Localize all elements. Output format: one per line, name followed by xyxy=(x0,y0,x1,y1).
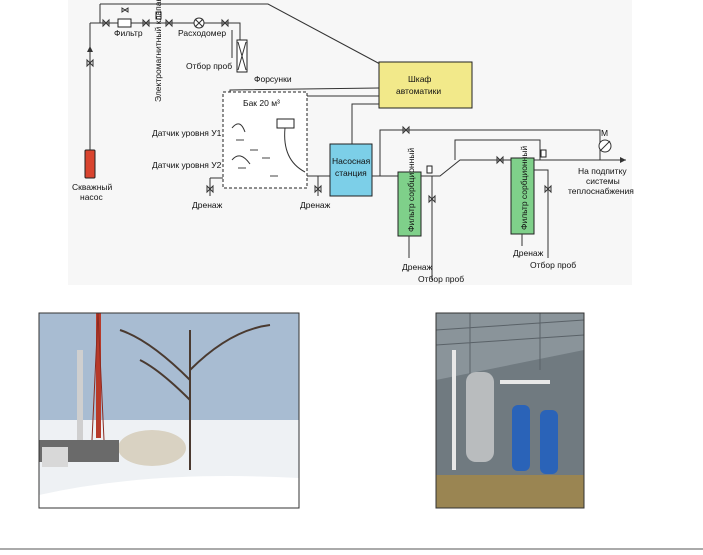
filter-2-sampling-icon xyxy=(540,149,547,158)
tank-label: Бак 20 м³ xyxy=(243,98,280,108)
level-sensor-2-label: Датчик уровня У2 xyxy=(152,160,222,170)
manometer-needle-icon xyxy=(599,140,611,152)
valve-4-icon xyxy=(221,18,229,28)
solenoid-icon xyxy=(155,11,162,20)
well-pump-label-2: насос xyxy=(80,192,103,202)
nozzles-pattern xyxy=(237,41,247,71)
valve-1-icon xyxy=(102,18,110,28)
pipe-top xyxy=(90,22,241,40)
sorption-filter-2-label: Фильтр сорбционный xyxy=(519,146,529,230)
nozzles-label: Форсунки xyxy=(254,74,292,84)
valve-top-icon xyxy=(121,7,129,13)
filter-2-inlet-valve-icon xyxy=(496,155,504,165)
valve-riser-icon xyxy=(86,58,94,68)
outdoor-photo-scene xyxy=(39,312,299,508)
sorption-filter-1-label: Фильтр сорбционный xyxy=(406,148,416,232)
pump-station xyxy=(329,143,373,197)
manometer-label: М xyxy=(601,128,608,138)
flowmeter-cross-icon xyxy=(194,18,204,28)
cabinet-label-1: Шкаф xyxy=(408,74,431,84)
level-sensor-1-label: Датчик уровня У1 xyxy=(152,128,222,138)
inlet-line xyxy=(284,127,306,173)
to-heating-label-3: теплоснабжения xyxy=(568,186,634,196)
filter-icon xyxy=(117,18,132,28)
indoor-photo-scene xyxy=(435,313,585,508)
to-heating-label-2: системы xyxy=(586,176,620,186)
check-valve-icon xyxy=(87,46,93,52)
to-heating-label-1: На подпитку xyxy=(578,166,627,176)
drain-1-pipe xyxy=(209,177,223,196)
pump-station-label-1: Насосная xyxy=(332,156,371,166)
level-sensor-2-line xyxy=(231,155,251,165)
drain-1-valve-icon xyxy=(206,184,214,194)
filter-label: Фильтр xyxy=(114,28,143,38)
valve-2-icon xyxy=(142,18,150,28)
cabinet-label-2: автоматики xyxy=(396,86,441,96)
drain-2-label: Дренаж xyxy=(300,200,331,210)
filter-1-sampling-pipe xyxy=(421,175,433,280)
pump-station-label-2: станция xyxy=(335,168,367,178)
well-pump xyxy=(84,149,96,179)
indoor-photo-frame xyxy=(435,312,585,509)
sampling-2-label: Отбор проб xyxy=(530,260,576,270)
filter-1-sampling-icon xyxy=(426,165,433,174)
drain-4-label: Дренаж xyxy=(513,248,544,258)
automation-cabinet xyxy=(378,61,473,109)
well-pump-label-1: Скважный xyxy=(72,182,112,192)
pipe-filter2-loop xyxy=(454,139,541,160)
filter-2-sampling-pipe xyxy=(534,169,549,258)
float-icon xyxy=(276,118,295,129)
drain-2-pipe xyxy=(307,175,330,196)
filter-1-valve-icon xyxy=(428,194,436,204)
control-line-3 xyxy=(351,103,379,144)
level-sensor-1-line xyxy=(231,123,246,133)
solenoid-label: Электромагнитный клапан xyxy=(153,0,163,102)
drain-3-label: Дренаж xyxy=(402,262,433,272)
bypass-valve-icon xyxy=(402,125,410,135)
outdoor-photo-frame xyxy=(38,312,300,509)
water-ripples xyxy=(236,139,278,177)
pipe-top-outer xyxy=(100,3,381,65)
valve-3-icon xyxy=(165,18,173,28)
flowmeter-label: Расходомер xyxy=(178,28,226,38)
sampling-top-label: Отбор проб xyxy=(186,61,232,71)
drain-1-label: Дренаж xyxy=(192,200,223,210)
arrow-out-icon xyxy=(620,157,626,163)
sampling-1-label: Отбор проб xyxy=(418,274,464,284)
filter-2-valve-icon xyxy=(544,184,552,194)
drain-2-valve-icon xyxy=(314,184,322,194)
